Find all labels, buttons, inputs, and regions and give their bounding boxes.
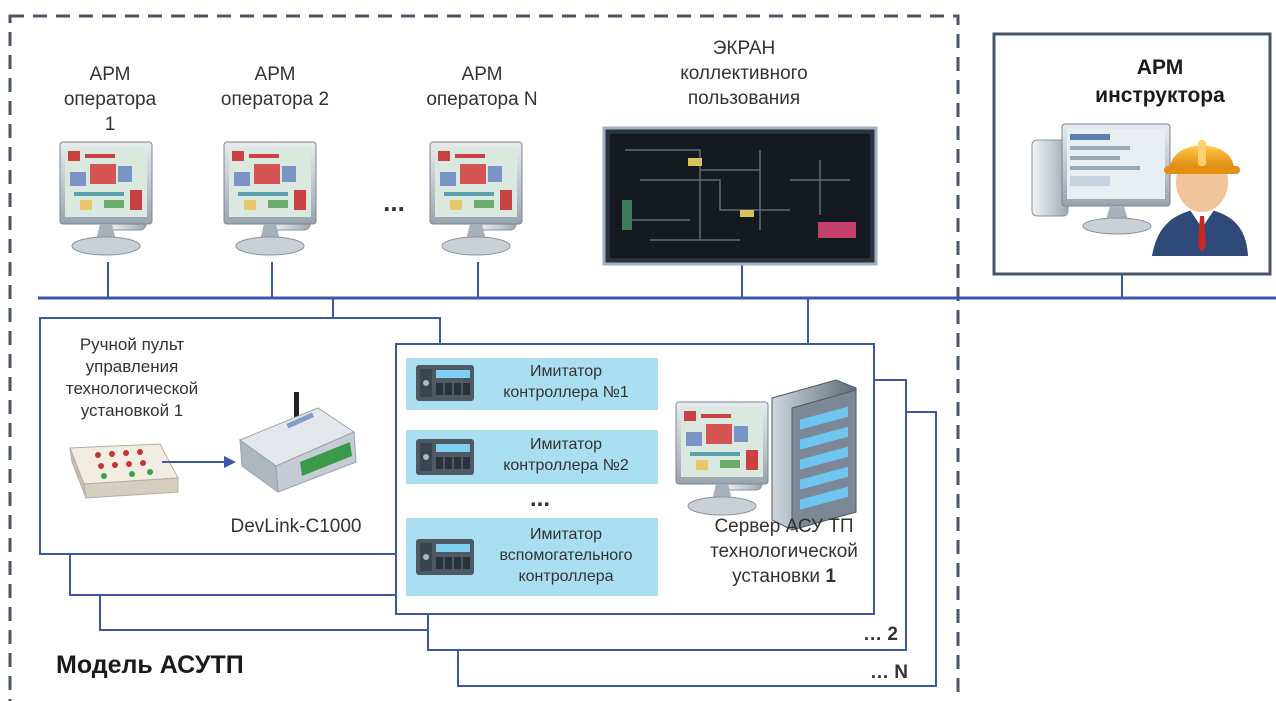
- controller-aux-chip-icon: [416, 539, 474, 575]
- instructor-computer-icon: [1031, 123, 1171, 235]
- devlink-device-icon: [238, 392, 357, 494]
- workstations-ellipsis: ...: [383, 187, 405, 217]
- server-rack-icon: [771, 379, 857, 531]
- manual-control-panel-icon: [69, 443, 179, 499]
- instructor-person-icon: [1152, 140, 1248, 256]
- controller-2-chip-icon: [416, 439, 474, 475]
- controller-1-chip-icon: [416, 365, 474, 401]
- model-title: Модель АСУТП: [56, 651, 244, 679]
- stack-n-label: … N: [870, 662, 908, 683]
- stack-2-label: … 2: [863, 624, 898, 645]
- server-label: Сервер АСУ ТП технологической установки …: [710, 516, 858, 587]
- devlink-label: DevLink-C1000: [230, 516, 362, 537]
- controllers-ellipsis: ...: [529, 485, 550, 512]
- shared-screen-icon: [602, 126, 878, 266]
